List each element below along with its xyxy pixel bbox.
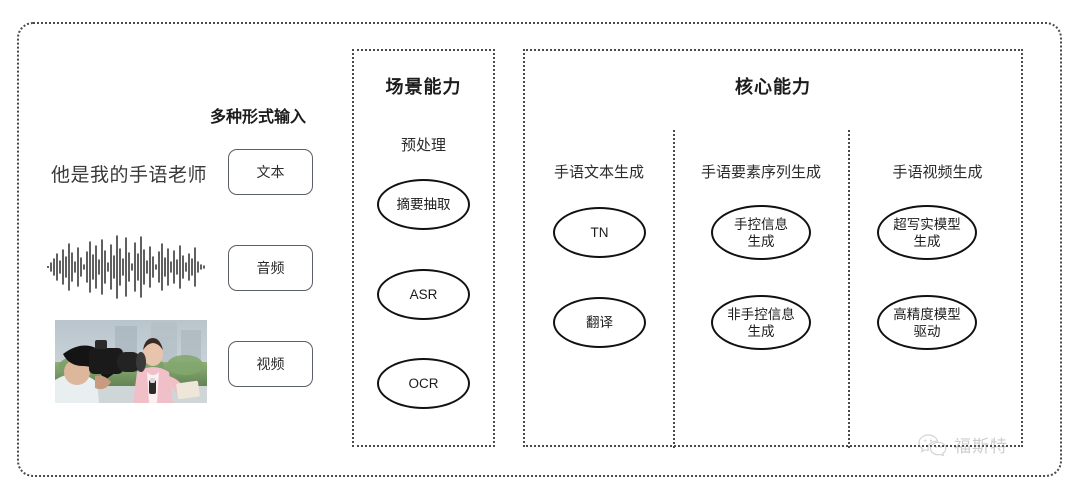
modality-chip-label: 文本 — [256, 164, 285, 180]
core-node-photoreal-model-generation[interactable]: 超写实模型 生成 — [877, 205, 977, 260]
sample-sentence-text: 他是我的手语老师 — [51, 165, 208, 186]
node-label: 高精度模型 驱动 — [893, 306, 961, 339]
core-column-divider-1 — [673, 130, 675, 448]
node-label: 非手控信息 生成 — [727, 306, 795, 339]
modality-chip-video[interactable]: 视频 — [228, 341, 313, 387]
core-node-tn[interactable]: TN — [553, 207, 646, 258]
core-column-label: 手语文本生成 — [553, 164, 644, 181]
core-column-label: 手语要素序列生成 — [700, 164, 821, 181]
scene-node-asr[interactable]: ASR — [377, 269, 470, 320]
node-label: 超写实模型 生成 — [893, 216, 961, 249]
node-label: ASR — [409, 287, 438, 302]
wechat-icon — [918, 433, 948, 456]
waveform-icon — [46, 232, 206, 302]
modality-chip-label: 音频 — [256, 260, 285, 276]
core-column-label: 手语视频生成 — [892, 164, 983, 181]
modality-chip-text[interactable]: 文本 — [228, 149, 313, 195]
core-panel-title: 核心能力 — [735, 77, 811, 97]
node-label: 手控信息 生成 — [734, 216, 788, 249]
core-node-manual-signal-generation[interactable]: 手控信息 生成 — [711, 205, 811, 260]
outer-frame — [17, 22, 1062, 477]
scene-node-ocr[interactable]: OCR — [377, 358, 470, 409]
watermark-text: 福斯特 — [954, 437, 1008, 456]
core-node-high-precision-model-driving[interactable]: 高精度模型 驱动 — [877, 295, 977, 350]
modality-chip-label: 视频 — [256, 356, 285, 372]
core-column-divider-2 — [848, 130, 850, 448]
modality-chip-audio[interactable]: 音频 — [228, 245, 313, 291]
scene-group-label: 预处理 — [400, 137, 446, 154]
node-label: 翻译 — [586, 315, 613, 330]
video-thumbnail-icon — [55, 320, 207, 403]
core-node-non-manual-signal-generation[interactable]: 非手控信息 生成 — [711, 295, 811, 350]
input-section-heading: 多种形式输入 — [210, 109, 307, 126]
watermark: 福斯特 — [918, 432, 1008, 457]
core-node-translation[interactable]: 翻译 — [553, 297, 646, 348]
scene-panel-title: 场景能力 — [385, 77, 462, 97]
scene-capability-panel: 场景能力 预处理 摘要抽取 ASR OCR — [352, 49, 495, 447]
core-capability-panel: 核心能力 手语文本生成 TN 翻译 手语要素序列生成 手控信息 生成 非手控信息… — [523, 49, 1023, 448]
scene-node-summarization[interactable]: 摘要抽取 — [377, 179, 470, 230]
node-label: TN — [590, 225, 609, 240]
node-label: OCR — [408, 376, 439, 391]
node-label: 摘要抽取 — [396, 197, 451, 212]
